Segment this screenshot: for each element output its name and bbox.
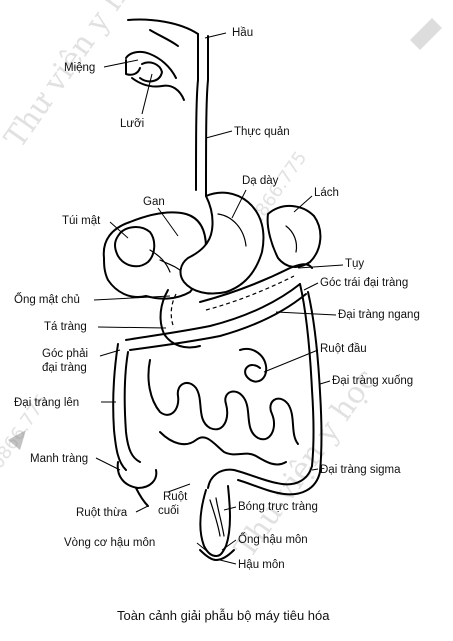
label-hau: Hầu bbox=[232, 27, 253, 39]
label-tui-mat: Túi mật bbox=[62, 215, 101, 227]
label-ruot-dau: Ruột đầu bbox=[320, 343, 367, 355]
label-bong-truc-trang: Bóng trực tràng bbox=[238, 501, 318, 513]
label-goc-phai-line1: Góc phải bbox=[42, 348, 88, 360]
label-lach: Lách bbox=[314, 187, 339, 199]
label-goc-trai-dai-trang: Góc trái đại tràng bbox=[320, 277, 408, 289]
label-gan: Gan bbox=[143, 196, 165, 208]
label-ta-trang: Tá tràng bbox=[44, 321, 87, 333]
label-goc-phai-line2: đại tràng bbox=[42, 362, 87, 374]
label-thuc-quan: Thực quản bbox=[234, 126, 290, 138]
anatomy-drawing bbox=[102, 18, 323, 561]
figure-caption: Toàn cảnh giải phẫu bộ máy tiêu hóa bbox=[117, 608, 330, 623]
label-manh-trang: Manh tràng bbox=[30, 453, 88, 465]
label-vong-co-hau-mon: Vòng cơ hậu môn bbox=[64, 537, 155, 549]
label-ruot-thua: Ruột thừa bbox=[76, 507, 128, 519]
leader-lines bbox=[93, 32, 344, 565]
label-mieng: Miệng bbox=[64, 62, 95, 74]
label-dai-trang-sigma: Đại tràng sigma bbox=[320, 464, 401, 476]
labels: Hầu Miệng Lưỡi Thực quản Dạ dày Lách Gan… bbox=[14, 27, 420, 571]
watermark-text-a: Thư viện y học bbox=[0, 0, 154, 155]
label-dai-trang-xuong: Đại tràng xuống bbox=[332, 375, 413, 387]
label-tuy: Tụy bbox=[345, 258, 364, 270]
label-luoi: Lưỡi bbox=[120, 118, 144, 130]
label-ruot-cuoi-line1: Ruột bbox=[163, 491, 188, 503]
label-da-day: Dạ dày bbox=[242, 175, 279, 187]
label-ruot-cuoi-line2: cuối bbox=[158, 505, 179, 517]
label-hau-mon: Hậu môn bbox=[238, 559, 285, 571]
label-ong-mat-chu: Ống mật chủ bbox=[14, 292, 80, 306]
label-dai-trang-len: Đại tràng lên bbox=[14, 397, 79, 409]
label-dai-trang-ngang: Đại tràng ngang bbox=[338, 309, 420, 321]
label-ong-hau-mon: Ống hậu môn bbox=[238, 532, 308, 546]
